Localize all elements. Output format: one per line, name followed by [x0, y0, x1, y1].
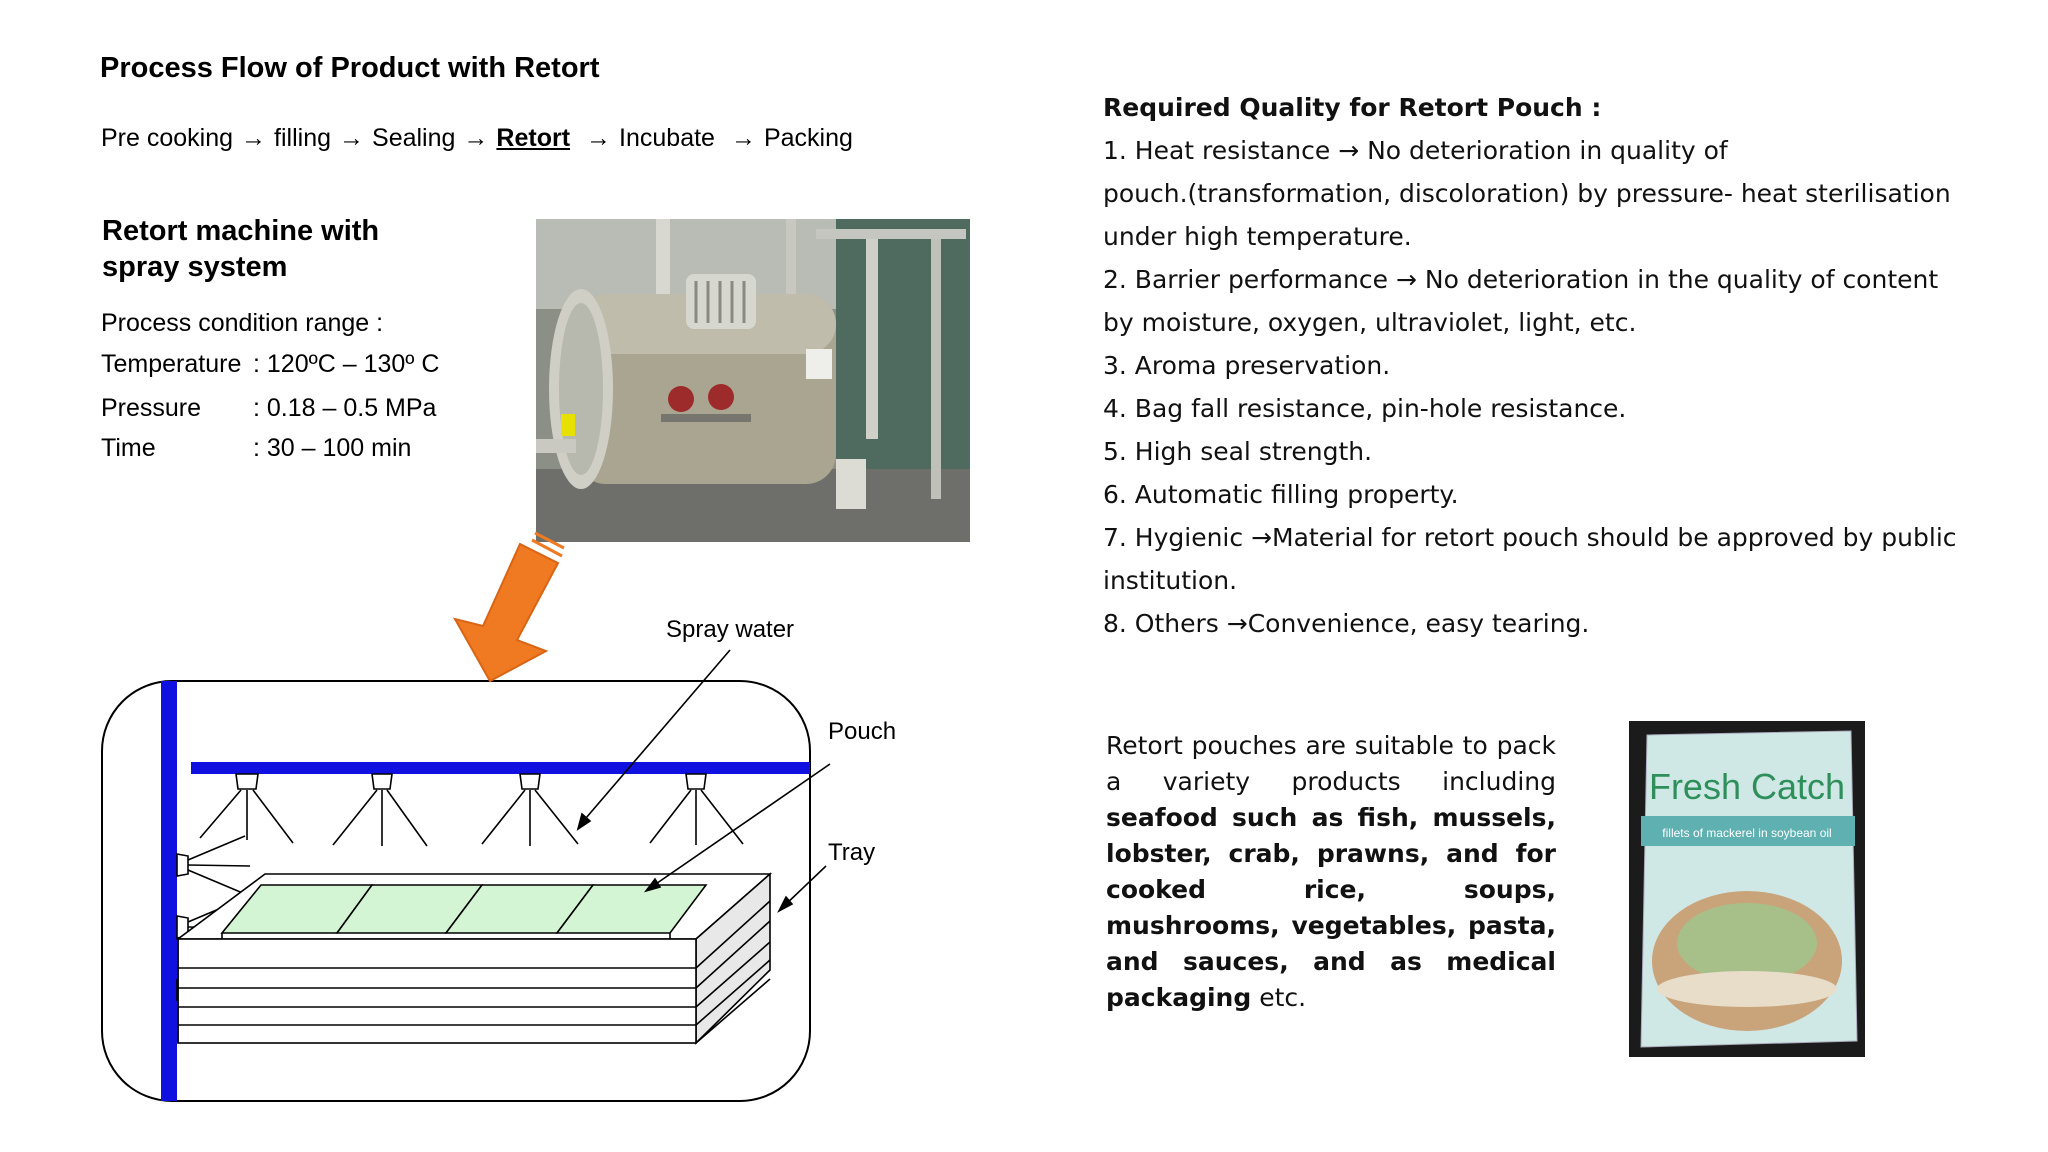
condition-value: : 120ºC – 130º C	[253, 350, 440, 378]
quality-line: institution.	[1103, 566, 1238, 595]
arrow-right-icon: →	[586, 124, 612, 152]
quality-line: 2. Barrier performance → No deterioratio…	[1103, 265, 1939, 294]
spray-header-pipe	[191, 762, 810, 774]
condition-row: Temperature : 120ºC – 130º C	[101, 350, 439, 379]
quality-line: 1. Heat resistance → No deterioration in…	[1103, 136, 1728, 165]
quality-heading: Required Quality for Retort Pouch :	[1103, 93, 1602, 122]
condition-value: : 30 – 100 min	[253, 434, 412, 462]
callout-arrows	[576, 649, 831, 913]
retort-machine-photo	[536, 219, 970, 542]
condition-value: : 0.18 – 0.5 MPa	[253, 394, 437, 422]
required-quality-list: Required Quality for Retort Pouch : 1. H…	[1103, 86, 2003, 645]
conditions-header: Process condition range :	[101, 309, 384, 337]
flow-step: Packing	[763, 124, 853, 152]
flow-step: Sealing	[372, 124, 456, 152]
arrow-right-icon: →	[241, 124, 267, 152]
condition-label: Pressure	[101, 394, 202, 422]
machine-heading: Retort machine with spray system	[102, 215, 380, 283]
arrow-right-icon: →	[339, 124, 365, 152]
quality-line: by moisture, oxygen, ultraviolet, light,…	[1103, 308, 1637, 337]
flow-step: Pre cooking	[101, 124, 234, 152]
retort-spray-diagram: Spray water Pouch Tray	[0, 520, 1000, 1120]
quality-line: 4. Bag fall resistance, pin-hole resista…	[1103, 394, 1627, 423]
pouch-subtitle: fillets of mackerel in soybean oil	[1662, 826, 1831, 840]
pouch-brand: Fresh Catch	[1649, 766, 1845, 807]
quality-line: 8. Others →Convenience, easy tearing.	[1103, 609, 1590, 638]
orange-down-arrow	[452, 531, 565, 683]
pouch-illustration: Fresh Catch fillets of mackerel in soybe…	[1629, 721, 1865, 1057]
condition-row: Time : 30 – 100 min	[101, 434, 411, 463]
quality-line: 5. High seal strength.	[1103, 437, 1373, 466]
flow-step: filling	[274, 124, 332, 152]
tray-label: Tray	[828, 839, 875, 866]
retort-pouch-photo: Fresh Catch fillets of mackerel in soybe…	[1629, 721, 1865, 1057]
spray-water-label: Spray water	[666, 616, 794, 643]
quality-line: pouch.(transformation, discoloration) by…	[1103, 179, 1951, 208]
condition-label: Time	[101, 434, 156, 462]
retort-uses-paragraph: Retort pouches are suitable to pack a va…	[1106, 728, 1556, 1016]
quality-line: 7. Hygienic →Material for retort pouch s…	[1103, 523, 1957, 552]
flow-step-retort: Retort	[496, 124, 571, 152]
spray-nozzles	[199, 773, 744, 847]
pouch-label: Pouch	[828, 718, 896, 745]
condition-label: Temperature	[101, 350, 242, 378]
flow-step: Incubate	[619, 124, 715, 152]
paragraph-end: etc.	[1251, 983, 1307, 1012]
arrow-right-icon: →	[730, 124, 756, 152]
vertical-pipe	[161, 681, 177, 1101]
retort-machine-illustration	[536, 219, 970, 542]
quality-line: under high temperature.	[1103, 222, 1412, 251]
quality-line: 3. Aroma preservation.	[1103, 351, 1391, 380]
page-title: Process Flow of Product with Retort	[100, 52, 600, 84]
arrow-right-icon: →	[463, 124, 489, 152]
process-flow: Pre cooking→filling→Sealing→Retort→Incub…	[101, 124, 853, 153]
pouches	[220, 884, 708, 939]
condition-row: Pressure : 0.18 – 0.5 MPa	[101, 394, 436, 423]
quality-line: 6. Automatic filling property.	[1103, 480, 1459, 509]
retort-diagram-svg: Spray water Pouch Tray	[101, 531, 896, 1102]
paragraph-bold: seafood such as fish, mussels, lobster, …	[1106, 803, 1556, 1012]
paragraph-intro: Retort pouches are suitable to pack a va…	[1106, 731, 1556, 796]
